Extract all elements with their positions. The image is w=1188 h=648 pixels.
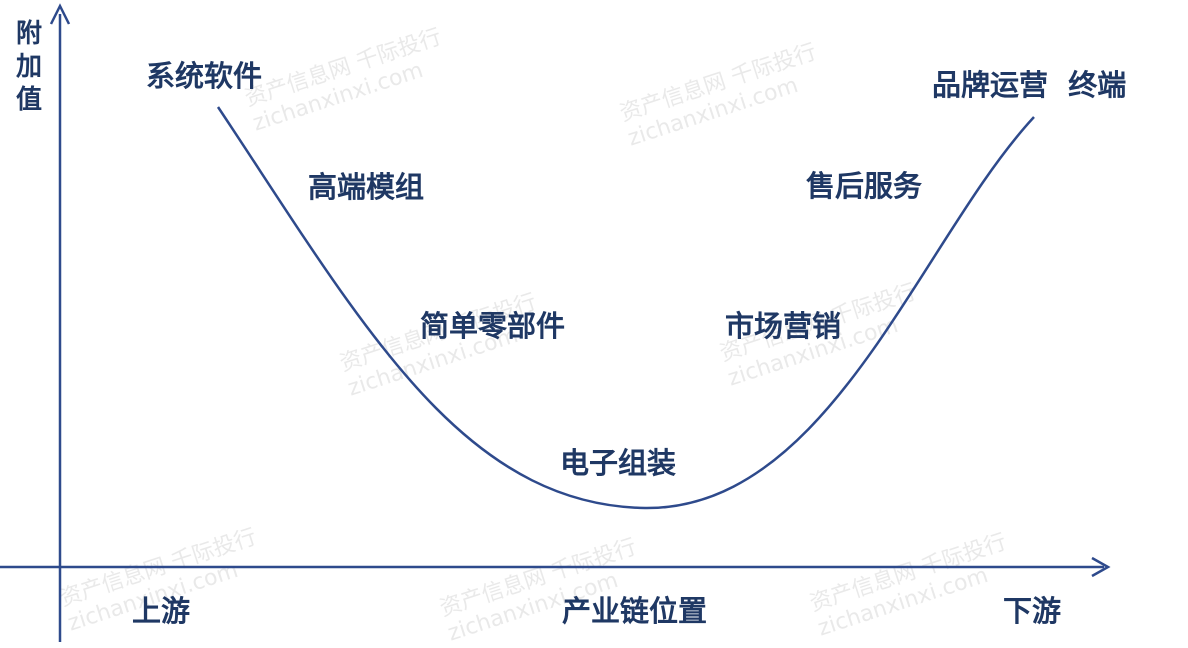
y-axis-arrowhead	[49, 3, 71, 25]
label-after-sales: 售后服务	[806, 169, 923, 203]
smile-curve	[216, 106, 1035, 510]
y-axis-label: 附 加 值	[15, 19, 42, 115]
label-high-end-module: 高端模组	[308, 170, 425, 204]
label-system-software: 系统软件	[146, 59, 263, 93]
label-brand-terminal: 品牌运营 终端	[932, 68, 1127, 102]
x-axis-arrowhead	[1091, 556, 1111, 578]
x-axis-left-label: 上游	[132, 594, 191, 628]
x-axis-right-label: 下游	[1003, 594, 1062, 628]
label-marketing: 市场营销	[725, 309, 842, 343]
x-axis-center-label: 产业链位置	[562, 594, 708, 628]
label-electronic-assembly: 电子组装	[560, 446, 677, 480]
label-simple-parts: 简单零部件	[420, 309, 566, 343]
